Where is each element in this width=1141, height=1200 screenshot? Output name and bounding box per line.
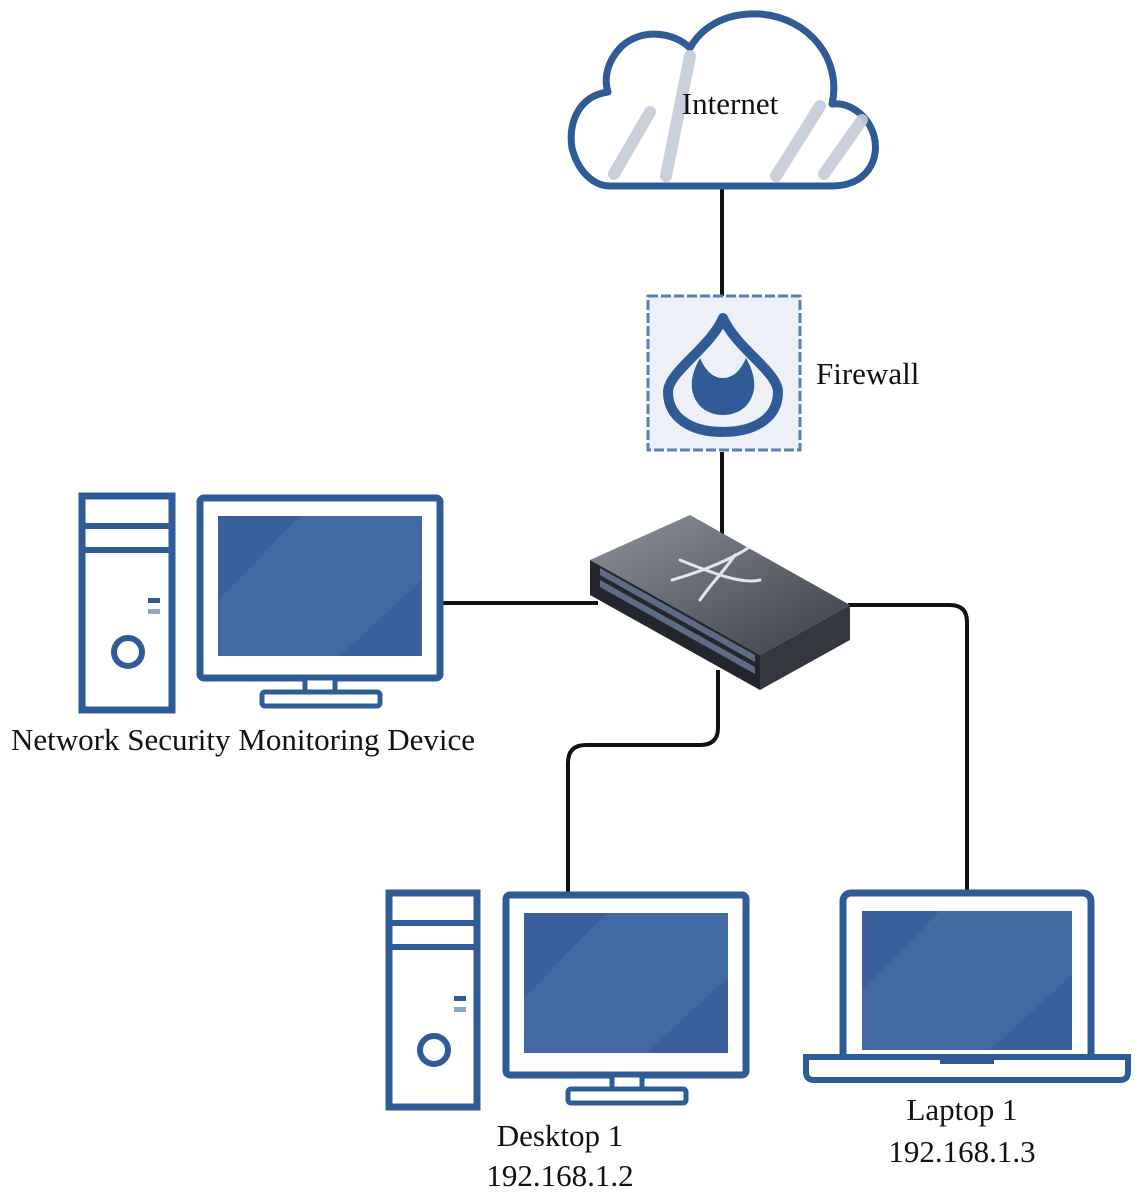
desktop1-ip: 192.168.1.2 (486, 1158, 634, 1193)
cable-switch-desktop1 (566, 670, 720, 895)
connection-lines (442, 188, 969, 895)
monitor-icon (502, 891, 750, 1106)
laptop1-label: Laptop 1 (906, 1092, 1018, 1127)
nsm-device-label: Network Security Monitoring Device (11, 722, 476, 757)
switch-icon (590, 515, 850, 690)
firewall-icon (646, 294, 802, 452)
cloud-icon (567, 10, 879, 190)
desktop-tower-icon (385, 889, 481, 1111)
monitor-icon (196, 494, 444, 709)
firewall-label: Firewall (816, 356, 920, 391)
cable-switch-laptop1 (848, 603, 969, 893)
laptop-icon (803, 889, 1131, 1083)
internet-label: Internet (681, 86, 779, 121)
desktop1-label: Desktop 1 (496, 1118, 624, 1153)
desktop-tower-icon (78, 492, 176, 714)
laptop1-ip: 192.168.1.3 (888, 1134, 1036, 1169)
